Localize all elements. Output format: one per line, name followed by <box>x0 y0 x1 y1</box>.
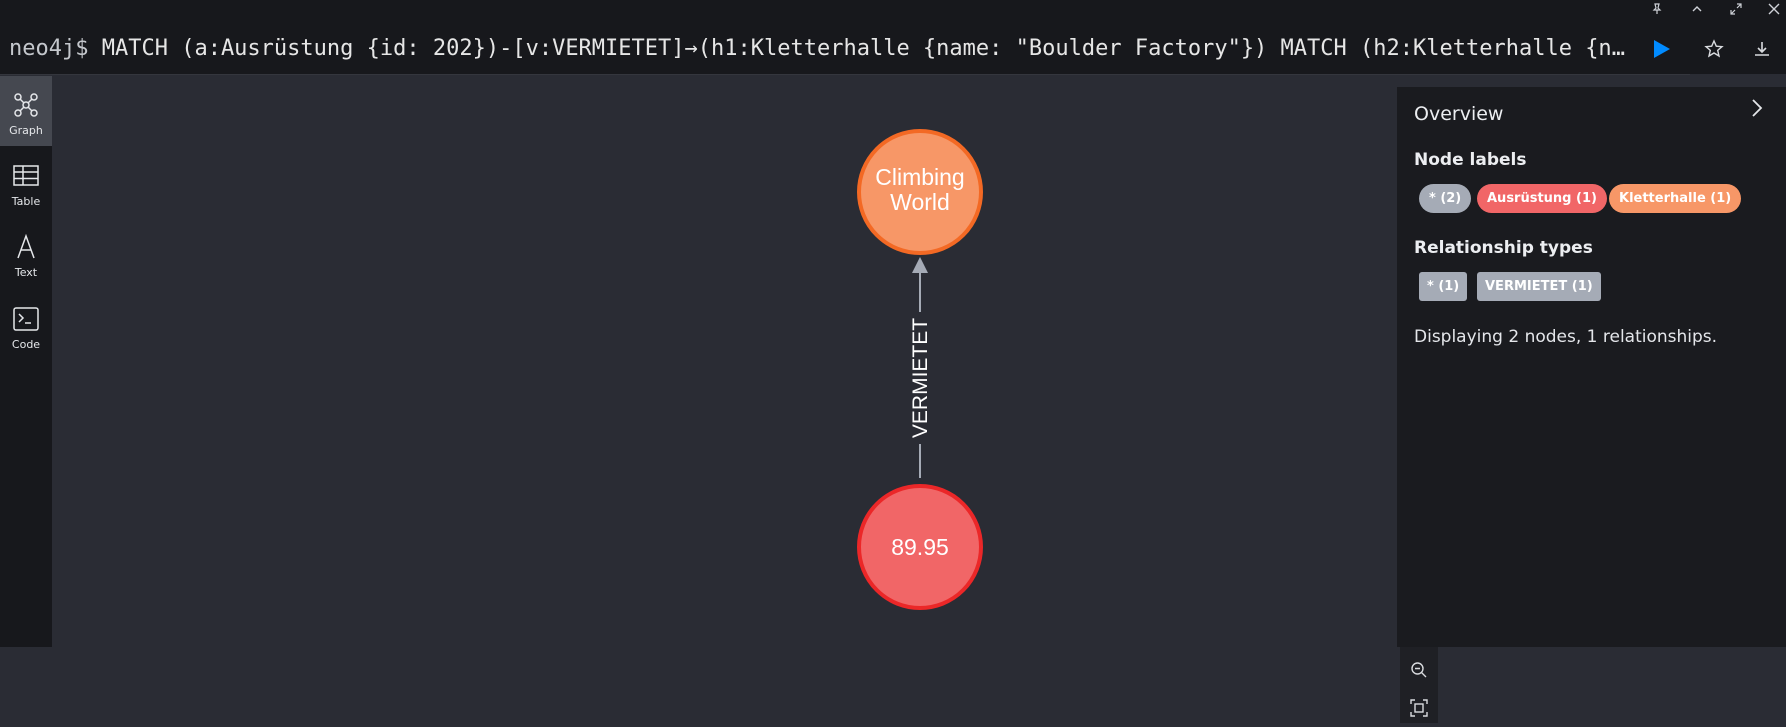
collapse-icon[interactable] <box>1685 0 1709 22</box>
pin-icon[interactable] <box>1645 0 1669 22</box>
node-circle <box>857 484 983 610</box>
relationship-label: VERMIETET <box>909 318 932 438</box>
fit-screen-icon <box>1410 699 1428 717</box>
result-summary: Displaying 2 nodes, 1 relationships. <box>1414 327 1718 347</box>
graph-icon <box>14 93 38 117</box>
node-label-pill-kletterhalle[interactable]: Kletterhalle (1) <box>1609 184 1742 213</box>
sidebar-item-graph[interactable]: Graph <box>0 76 52 146</box>
download-button[interactable] <box>1738 24 1786 74</box>
rel-type-tag-vermietet[interactable]: VERMIETET (1) <box>1477 272 1601 301</box>
sidebar-item-label: Text <box>14 266 38 279</box>
window-titlebar <box>0 0 1786 24</box>
overview-panel: Overview Node labels * (2) Ausrüstung (1… <box>1397 87 1786 647</box>
node-climbing-world[interactable]: Climbing World <box>857 129 983 255</box>
close-icon[interactable] <box>1762 0 1786 22</box>
node-labels-title: Node labels <box>1414 150 1527 170</box>
relationship-vermietet[interactable]: VERMIETET <box>909 257 932 478</box>
collapse-panel-button[interactable] <box>1747 97 1767 123</box>
fullscreen-icon[interactable] <box>1724 0 1748 22</box>
overview-title: Overview <box>1414 103 1504 125</box>
rel-type-tag-all[interactable]: * (1) <box>1419 272 1468 301</box>
sidebar-item-label: Code <box>11 338 41 351</box>
node-caption: 89.95 <box>891 534 949 560</box>
query-text[interactable]: neo4j$ MATCH (a:Ausrüstung {id: 202})-[v… <box>9 24 1629 74</box>
chevron-right-icon <box>1752 99 1763 117</box>
arrowhead <box>912 257 928 273</box>
sidebar-item-code[interactable]: Code <box>0 290 52 360</box>
editor-prompt: neo4j$ <box>9 36 89 61</box>
node-caption-line2: World <box>890 189 950 215</box>
fit-to-screen-button[interactable] <box>1400 689 1438 727</box>
star-icon <box>1704 39 1724 58</box>
query-input[interactable]: MATCH (a:Ausrüstung {id: 202})-[v:VERMIE… <box>101 36 1629 61</box>
relationship-types-title: Relationship types <box>1414 238 1593 258</box>
view-sidebar: Graph Table Text Code <box>0 76 52 647</box>
query-editor[interactable]: neo4j$ MATCH (a:Ausrüstung {id: 202})-[v… <box>0 24 1690 75</box>
favorite-button[interactable] <box>1690 24 1738 74</box>
node-circle <box>857 129 983 255</box>
code-icon <box>13 307 39 331</box>
sidebar-item-table[interactable]: Table <box>0 147 52 217</box>
text-icon <box>17 234 35 259</box>
graph-canvas[interactable]: VERMIETET Climbing World 89.95 <box>52 76 1438 723</box>
download-icon <box>1755 42 1769 56</box>
table-icon <box>13 165 39 186</box>
run-button[interactable] <box>1650 38 1672 60</box>
zoom-out-icon <box>1411 662 1427 678</box>
node-label-pill-all[interactable]: * (2) <box>1419 184 1472 213</box>
node-89-95[interactable]: 89.95 <box>857 484 983 610</box>
play-icon <box>1654 40 1670 58</box>
node-label-pill-ausruestung[interactable]: Ausrüstung (1) <box>1477 184 1607 213</box>
node-caption-line1: Climbing <box>875 164 964 190</box>
sidebar-item-label: Graph <box>9 124 43 137</box>
sidebar-item-label: Table <box>11 195 41 208</box>
sidebar-item-text[interactable]: Text <box>0 218 52 288</box>
zoom-out-button[interactable] <box>1400 651 1438 689</box>
